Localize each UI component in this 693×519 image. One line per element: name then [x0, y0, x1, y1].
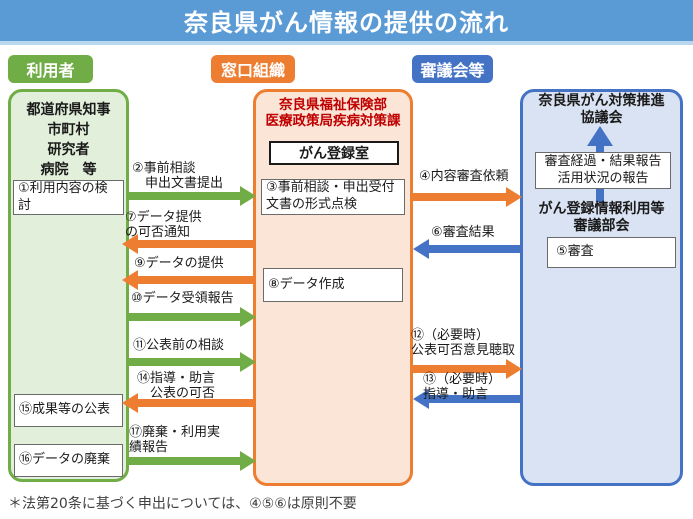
label-step17: ⑰廃棄・利用実 績報告: [129, 425, 221, 456]
page-title: 奈良県がん情報の提供の流れ: [184, 9, 509, 37]
step3-box: ③事前相談・申出受付 文書の形式点検: [261, 179, 405, 215]
arrow-step10-right-icon: [126, 307, 256, 327]
title-bar-accent: [0, 41, 693, 45]
arrow-step14-left-icon: [122, 393, 256, 413]
window-column-header: 窓口組織: [211, 55, 295, 83]
label-step14: ⑭指導・助言 公表の可否: [137, 371, 216, 402]
subcommittee-name: がん登録情報利用等 審議部会: [538, 201, 665, 234]
label-step11: ⑪公表前の相談: [133, 338, 225, 353]
report-box: 審査経過・結果報告 活用状況の報告: [535, 152, 671, 189]
arrow-step17-right-icon: [126, 451, 256, 471]
cancer-registry-box: がん登録室: [269, 141, 399, 165]
step8-box: ⑧データ作成: [263, 268, 403, 302]
label-step9: ⑨データの提供: [134, 256, 224, 271]
label-step6: ⑥審査結果: [431, 225, 495, 240]
label-step12: ⑫（必要時） 公表可否意見聴取: [411, 328, 516, 359]
arrow-step4-right-icon: [411, 187, 522, 207]
council-name: 奈良県がん対策推進 協議会: [538, 93, 665, 126]
arrow-step6-left-icon: [413, 239, 522, 259]
arrow-step12-right-icon: [411, 359, 522, 379]
label-step7: ⑦データ提供 の可否通知: [125, 210, 202, 241]
step16-box: ⑯データの廃棄: [14, 444, 123, 477]
title-bar: 奈良県がん情報の提供の流れ: [0, 0, 693, 41]
arrow-step11-right-icon: [126, 352, 256, 372]
arrow-step7-left-icon: [122, 234, 256, 254]
department-name: 奈良県福祉保険部 医療政策局疾病対策課: [265, 97, 401, 130]
label-step4: ④内容審査依頼: [419, 169, 509, 184]
step1-box: ①利用内容の検 討: [13, 180, 124, 215]
step15-box: ⑮成果等の公表: [14, 394, 123, 427]
footnote: ＊法第20条に基づく申出については、④⑤⑥は原則不要: [8, 496, 357, 512]
arrow-step2-right-icon: [126, 186, 256, 206]
arrow-step13-left-icon: [413, 389, 522, 409]
label-step2: ②事前相談 申出文書提出: [132, 161, 224, 192]
label-step13: ⑬（必要時） 指導・助言: [423, 372, 502, 403]
label-step10: ⑩データ受領報告: [131, 291, 234, 306]
arrow-step9-left-icon: [122, 270, 256, 290]
users-column-header: 利用者: [8, 55, 93, 83]
step5-box: ⑤審査: [547, 237, 676, 268]
users-member-list: 都道府県知事 市町村 研究者 病院 等: [26, 102, 111, 179]
council-column-header: 審議会等: [412, 55, 493, 83]
